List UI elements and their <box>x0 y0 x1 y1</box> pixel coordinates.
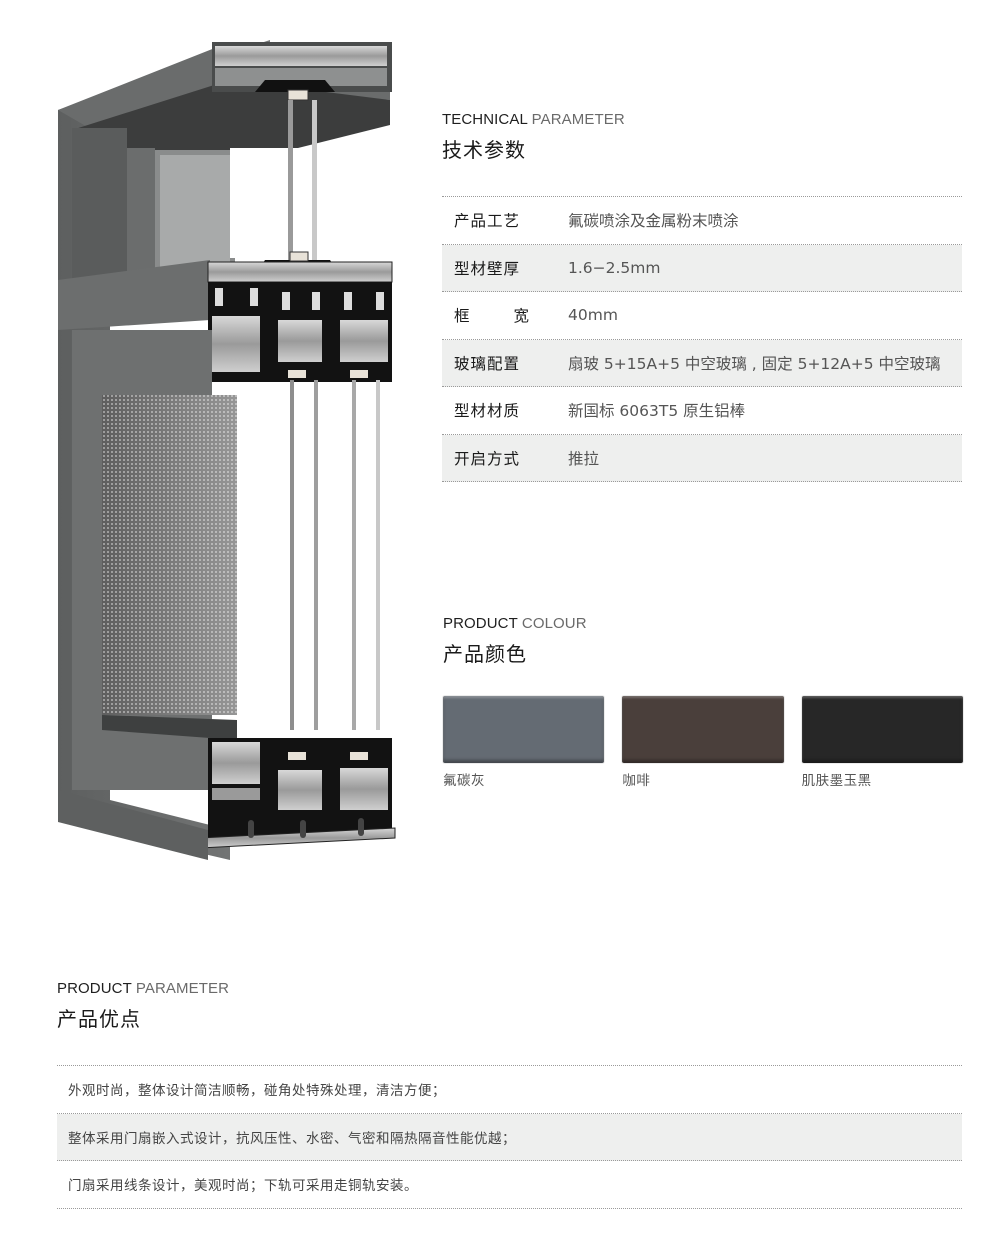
param-value: 氟碳喷涂及金属粉末喷涂 <box>568 212 739 231</box>
param-row-wall-thickness: 型材壁厚 1.6−2.5mm <box>442 244 962 292</box>
section-eyebrow: TECHNICAL PARAMETER <box>442 111 625 128</box>
swatch-chip <box>622 696 784 763</box>
param-key: 产品工艺 <box>454 212 521 231</box>
colour-swatch-jade-black: 肌肤墨玉黑 <box>801 696 963 789</box>
param-row-glass-config: 玻璃配置 扇玻 5+15A+5 中空玻璃 , 固定 5+12A+5 中空玻璃 <box>442 339 962 387</box>
param-key: 框 宽 <box>454 307 530 326</box>
swatch-label: 氟碳灰 <box>443 773 485 789</box>
colour-swatch-coffee: 咖啡 <box>622 696 784 789</box>
window-profile-illustration <box>50 30 410 860</box>
advantage-item: 门扇采用线条设计，美观时尚；下轨可采用走铜轨安装。 <box>57 1161 962 1209</box>
param-key: 型材壁厚 <box>454 259 521 278</box>
advantage-item: 外观时尚，整体设计简洁顺畅，碰角处特殊处理，清洁方便； <box>57 1066 962 1114</box>
param-value: 1.6−2.5mm <box>568 258 661 277</box>
section-eyebrow: PRODUCT COLOUR <box>443 615 587 632</box>
colour-swatch-list: 氟碳灰 咖啡 肌肤墨玉黑 <box>443 696 963 789</box>
section-title: 技术参数 <box>442 138 526 162</box>
param-key: 玻璃配置 <box>454 354 521 373</box>
param-key: 开启方式 <box>454 449 521 468</box>
swatch-chip <box>801 696 963 763</box>
technical-parameter-table: 产品工艺 氟碳喷涂及金属粉末喷涂 型材壁厚 1.6−2.5mm 框 宽 40mm… <box>442 196 962 482</box>
param-key: 型材材质 <box>454 402 521 421</box>
section-title: 产品颜色 <box>443 642 527 666</box>
window-cross-section-icon <box>58 40 396 860</box>
section-title: 产品优点 <box>57 1007 141 1031</box>
advantage-item: 整体采用门扇嵌入式设计，抗风压性、水密、气密和隔热隔音性能优越； <box>57 1113 962 1161</box>
param-row-process: 产品工艺 氟碳喷涂及金属粉末喷涂 <box>442 197 962 245</box>
product-colour-header: PRODUCT COLOUR 产品颜色 <box>443 615 587 667</box>
param-value: 扇玻 5+15A+5 中空玻璃 , 固定 5+12A+5 中空玻璃 <box>568 354 941 373</box>
swatch-label: 肌肤墨玉黑 <box>801 773 872 789</box>
param-row-opening-method: 开启方式 推拉 <box>442 434 962 482</box>
param-value: 新国标 6063T5 原生铝棒 <box>568 402 746 421</box>
section-eyebrow: PRODUCT PARAMETER <box>57 980 230 997</box>
param-row-material: 型材材质 新国标 6063T5 原生铝棒 <box>442 387 962 435</box>
colour-swatch-fluorocarbon-grey: 氟碳灰 <box>443 696 605 789</box>
product-advantages-header: PRODUCT PARAMETER 产品优点 <box>57 980 229 1032</box>
param-row-frame-width: 框 宽 40mm <box>442 292 962 340</box>
swatch-label: 咖啡 <box>622 773 651 789</box>
swatch-chip <box>443 696 605 763</box>
param-value: 推拉 <box>568 449 600 468</box>
technical-parameter-header: TECHNICAL PARAMETER 技术参数 <box>442 111 625 163</box>
param-value: 40mm <box>568 306 618 325</box>
product-advantages-list: 外观时尚，整体设计简洁顺畅，碰角处特殊处理，清洁方便； 整体采用门扇嵌入式设计，… <box>57 1065 962 1209</box>
